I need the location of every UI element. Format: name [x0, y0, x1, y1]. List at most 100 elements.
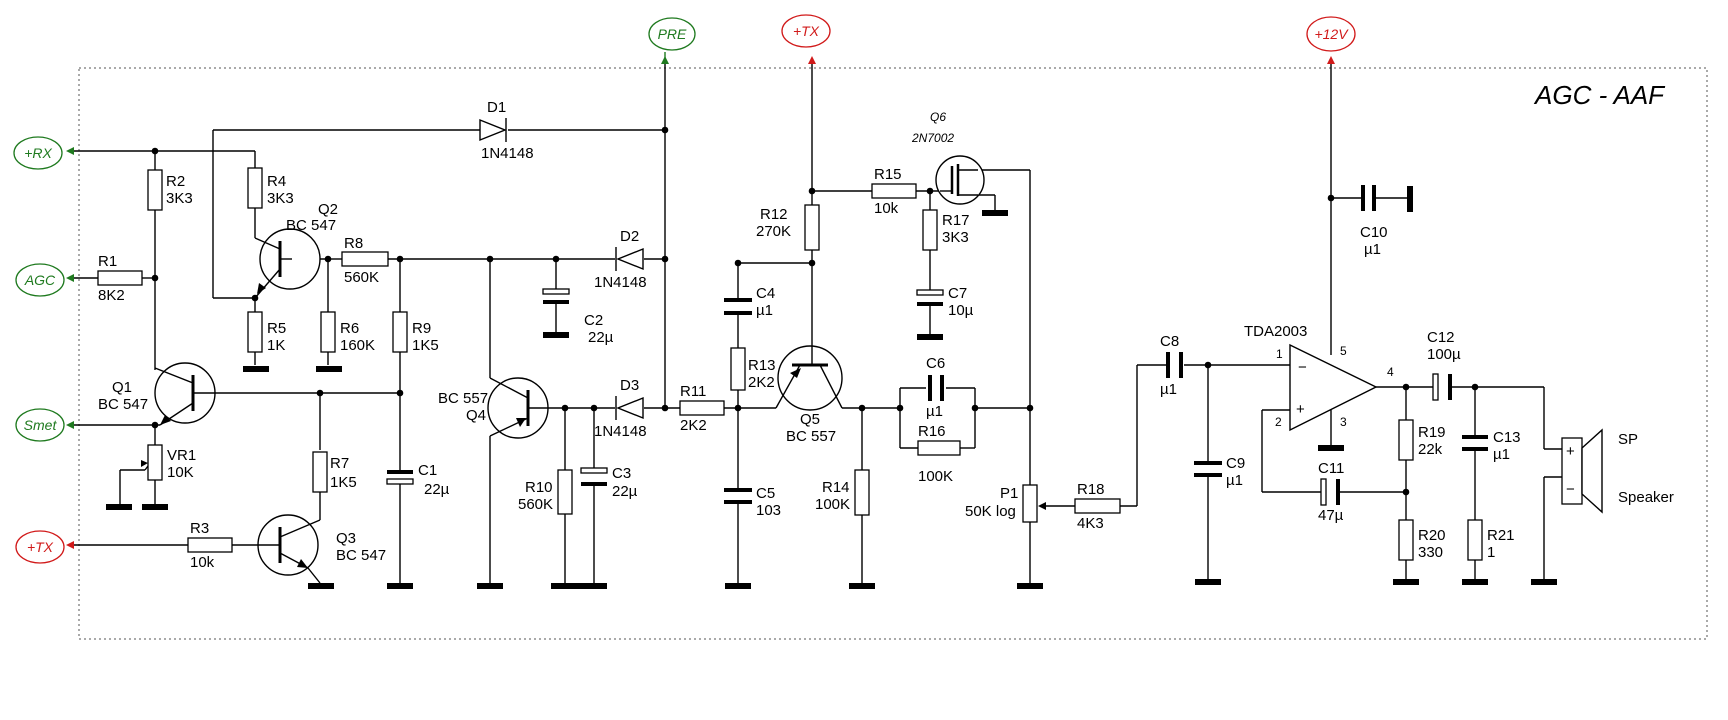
port-tx-top: +TX: [781, 14, 831, 64]
svg-text:R17: R17: [942, 212, 970, 229]
ground-symbols: [106, 186, 1557, 589]
svg-text:22µ: 22µ: [424, 481, 450, 498]
svg-text:C10: C10: [1360, 224, 1388, 241]
schematic-title: AGC - AAF: [1533, 80, 1666, 110]
svg-text:C12: C12: [1427, 329, 1455, 346]
potentiometer-VR1: VR1 10K: [141, 444, 196, 481]
svg-text:R13: R13: [748, 357, 776, 374]
svg-text:10µ: 10µ: [948, 302, 974, 319]
svg-text:+RX: +RX: [24, 145, 52, 161]
svg-text:Smet: Smet: [24, 417, 58, 433]
capacitor-C8: C8 µ1: [1160, 333, 1183, 398]
resistor-R5: R5 1K: [247, 311, 286, 354]
svg-text:22µ: 22µ: [588, 329, 614, 346]
svg-text:PRE: PRE: [658, 26, 687, 42]
svg-text:100K: 100K: [918, 468, 953, 485]
svg-text:Q1: Q1: [112, 379, 132, 396]
resistor-R18: R18 4K3: [1074, 481, 1121, 532]
svg-text:R4: R4: [267, 173, 286, 190]
svg-text:10k: 10k: [190, 554, 215, 571]
capacitor-C2: C2 22µ: [542, 288, 614, 346]
resistor-R17: R17 3K3: [922, 209, 970, 251]
svg-text:C11: C11: [1318, 460, 1344, 477]
svg-text:D2: D2: [620, 228, 639, 245]
svg-text:103: 103: [756, 502, 781, 519]
svg-text:1: 1: [1487, 544, 1495, 561]
svg-text:D1: D1: [487, 99, 506, 116]
resistor-R11: R11 2K2: [679, 383, 725, 434]
svg-text:Q3: Q3: [336, 530, 356, 547]
svg-text:R15: R15: [874, 166, 902, 183]
svg-text:C6: C6: [926, 355, 945, 372]
capacitor-C9: C9 µ1: [1194, 455, 1245, 489]
svg-text:C7: C7: [948, 285, 967, 302]
svg-text:R11: R11: [680, 383, 706, 400]
resistor-R9: R9 1K5: [392, 311, 439, 354]
port-agc: AGC: [15, 263, 74, 297]
svg-text:C5: C5: [756, 485, 775, 502]
port-smet: Smet: [15, 408, 74, 442]
svg-text:4: 4: [1387, 365, 1394, 379]
resistor-R12: R12 270K: [756, 204, 820, 251]
svg-text:R7: R7: [330, 455, 349, 472]
diode-D1: D1 1N4148: [479, 99, 534, 162]
svg-text:10K: 10K: [167, 464, 194, 481]
svg-text:−: −: [1566, 481, 1575, 498]
svg-text:C2: C2: [584, 312, 603, 329]
resistor-R3: R3 10k: [187, 520, 233, 571]
svg-text:Speaker: Speaker: [1618, 489, 1674, 506]
port-pre: PRE: [648, 17, 696, 64]
transistor-Q2: Q2 BC 547: [254, 201, 338, 299]
svg-text:R14: R14: [822, 479, 850, 496]
svg-text:1: 1: [1276, 347, 1283, 361]
diode-D2: D2 1N4148: [594, 228, 647, 291]
port-tx-left: +TX: [15, 530, 74, 564]
svg-text:BC 557: BC 557: [786, 428, 836, 445]
svg-text:8K2: 8K2: [98, 287, 125, 304]
transistor-Q6: Q6 2N7002: [911, 110, 985, 205]
svg-text:50K log: 50K log: [965, 503, 1016, 520]
resistor-R2: R2 3K3: [147, 169, 193, 211]
capacitor-C3: C3 22µ: [580, 465, 638, 500]
svg-text:2: 2: [1275, 415, 1282, 429]
svg-text:R19: R19: [1418, 424, 1446, 441]
capacitor-C4: C4 µ1: [724, 285, 775, 319]
svg-text:22µ: 22µ: [612, 483, 638, 500]
svg-text:C4: C4: [756, 285, 775, 302]
svg-text:µ1: µ1: [1160, 381, 1177, 398]
svg-text:2K2: 2K2: [748, 374, 775, 391]
amplifier-TDA2003: − + TDA2003 1 2 3 4 5: [1244, 323, 1394, 432]
resistor-R1: R1 8K2: [97, 253, 143, 304]
junction-dots: [151, 126, 1479, 496]
svg-text:3K3: 3K3: [166, 190, 193, 207]
svg-text:BC 547: BC 547: [98, 396, 148, 413]
resistor-R4: R4 3K3: [247, 167, 294, 209]
svg-text:C1: C1: [418, 462, 437, 479]
speaker-SP: + − SP Speaker: [1561, 428, 1674, 514]
svg-text:5: 5: [1340, 344, 1347, 358]
svg-text:R21: R21: [1487, 527, 1515, 544]
wires: [72, 60, 1562, 584]
svg-text:560K: 560K: [344, 269, 379, 286]
resistor-R8: R8 560K: [341, 235, 389, 286]
potentiometer-P1: P1 50K log: [965, 484, 1046, 523]
svg-text:R2: R2: [166, 173, 185, 190]
resistor-R21: R21 1: [1467, 519, 1515, 561]
svg-text:BC 547: BC 547: [336, 547, 386, 564]
svg-text:AGC: AGC: [24, 272, 56, 288]
svg-text:R12: R12: [760, 206, 788, 223]
svg-text:R9: R9: [412, 320, 431, 337]
svg-text:R6: R6: [340, 320, 359, 337]
diode-D3: D3 1N4148: [594, 377, 647, 440]
svg-text:3K3: 3K3: [267, 190, 294, 207]
svg-text:100µ: 100µ: [1427, 346, 1461, 363]
svg-text:1N4148: 1N4148: [594, 274, 647, 291]
transistor-Q1: Q1 BC 547: [98, 362, 216, 426]
capacitor-C13: C13 µ1: [1462, 429, 1521, 463]
svg-text:4K3: 4K3: [1077, 515, 1104, 532]
svg-text:C3: C3: [612, 465, 631, 482]
svg-text:1K5: 1K5: [330, 474, 357, 491]
resistor-R6: R6 160K: [320, 311, 375, 354]
svg-text:+: +: [1566, 443, 1575, 460]
capacitor-C11: C11 47µ: [1318, 460, 1344, 524]
